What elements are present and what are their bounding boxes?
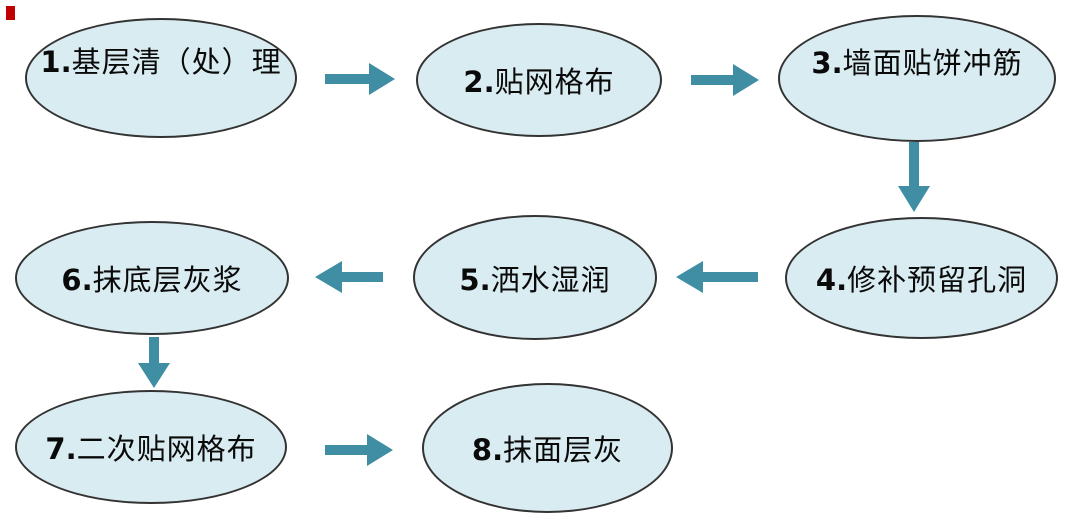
flow-node-2-label: 2.贴网格布 — [463, 65, 615, 99]
flow-node-7-number: 7. — [45, 432, 77, 466]
flow-node-1-label: 1.基层清（处）理 — [40, 45, 282, 79]
arrow-7-to-8-icon — [325, 434, 393, 466]
flow-node-2-number: 2. — [463, 65, 495, 99]
flow-node-1-number: 1. — [40, 45, 72, 79]
red-marker — [6, 6, 15, 20]
flow-node-1: 1.基层清（处）理 — [25, 18, 297, 138]
flow-node-5-number: 5. — [459, 262, 491, 297]
arrow-2-to-3-icon — [691, 64, 759, 96]
flow-node-5: 5.洒水湿润 — [413, 215, 657, 340]
arrow-3-to-4-icon — [898, 142, 930, 212]
flow-node-7-label: 7.二次贴网格布 — [45, 432, 257, 466]
flow-node-6-label: 6.抹底层灰浆 — [61, 263, 243, 297]
flow-node-4-number: 4. — [815, 263, 848, 297]
flow-node-4: 4.修补预留孔洞 — [785, 217, 1058, 339]
flow-node-8-number: 8. — [471, 433, 504, 467]
arrow-4-to-5-icon — [676, 261, 758, 293]
flow-node-8-label: 8.抹面层灰 — [471, 433, 624, 467]
flow-node-2: 2.贴网格布 — [416, 23, 662, 137]
flow-node-8: 8.抹面层灰 — [422, 383, 673, 513]
flow-node-4-label: 4.修补预留孔洞 — [815, 263, 1028, 297]
flow-node-5-label: 5.洒水湿润 — [459, 262, 611, 297]
flow-node-3: 3.墙面贴饼冲筋 — [778, 15, 1056, 142]
flow-node-7: 7.二次贴网格布 — [15, 390, 287, 504]
flow-node-6-number: 6. — [61, 263, 93, 297]
flow-node-6: 6.抹底层灰浆 — [15, 221, 289, 335]
flow-node-3-number: 3. — [811, 45, 843, 80]
arrow-5-to-6-icon — [315, 261, 383, 293]
flow-node-3-label: 3.墙面贴饼冲筋 — [811, 45, 1023, 80]
arrow-6-to-7-icon — [138, 337, 170, 388]
arrow-1-to-2-icon — [325, 63, 395, 95]
